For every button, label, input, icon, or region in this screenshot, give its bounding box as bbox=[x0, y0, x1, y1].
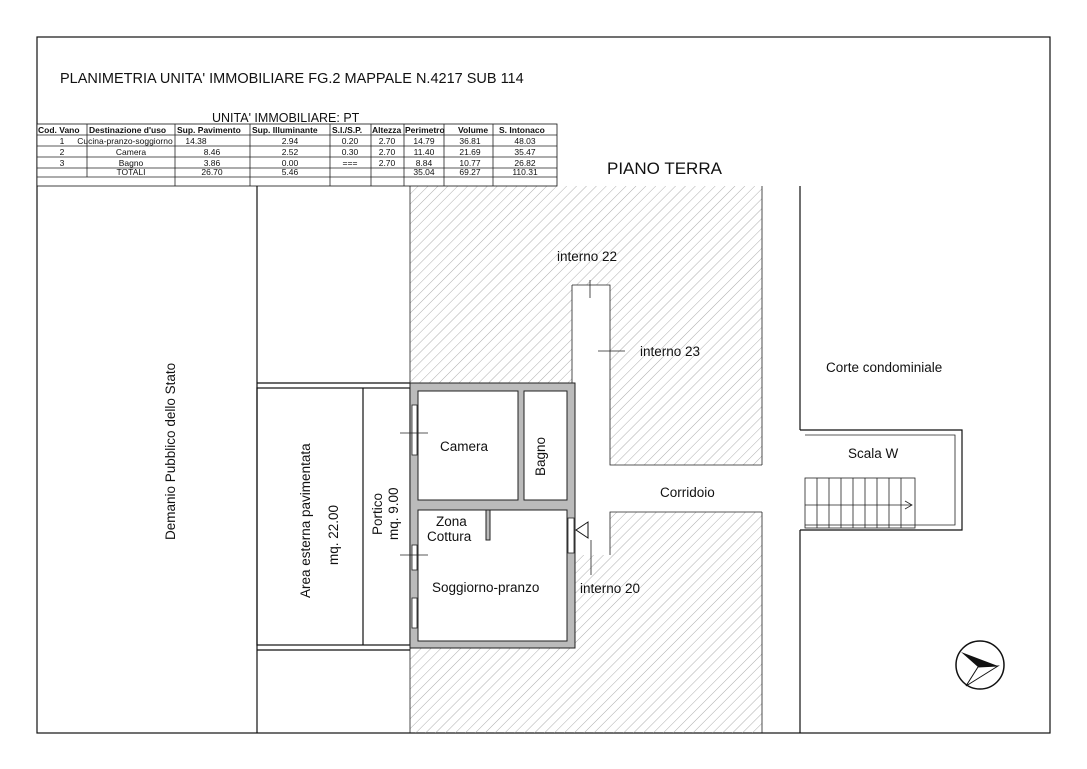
table-cell: 2.94 bbox=[282, 136, 299, 146]
label-cottura: Cottura bbox=[427, 529, 472, 544]
drawing-title: PLANIMETRIA UNITA' IMMOBILIARE FG.2 MAPP… bbox=[60, 71, 524, 87]
stair-area bbox=[799, 186, 963, 733]
table-cell: 3.86 bbox=[204, 158, 221, 168]
label-area-esterna: Area esterna pavimentata bbox=[298, 443, 313, 598]
label-interno-23: interno 23 bbox=[640, 344, 700, 359]
table-total: 26.70 bbox=[201, 167, 223, 177]
table-header: S.I./S.P. bbox=[332, 125, 362, 135]
label-demanio: Demanio Pubblico dello Stato bbox=[163, 363, 178, 540]
table-total: 110.31 bbox=[512, 167, 538, 177]
table-cell: 11.40 bbox=[414, 147, 435, 157]
table-cell: === bbox=[343, 158, 358, 168]
unit-walls bbox=[400, 382, 592, 649]
table-header: Volume bbox=[458, 125, 488, 135]
table-total: 35.04 bbox=[413, 167, 435, 177]
table-cell: 8.46 bbox=[204, 147, 221, 157]
label-corte: Corte condominiale bbox=[826, 360, 942, 375]
label-zona: Zona bbox=[436, 514, 467, 529]
label-corridoio: Corridoio bbox=[660, 485, 715, 500]
table-cell: 26.82 bbox=[514, 158, 536, 168]
table-cell: 2.70 bbox=[379, 136, 396, 146]
label-camera: Camera bbox=[440, 439, 489, 454]
entrance-arrow-icon bbox=[575, 521, 589, 539]
table-cell: 36.81 bbox=[459, 136, 481, 146]
label-bagno: Bagno bbox=[533, 437, 548, 476]
table-cell: 14.79 bbox=[413, 136, 435, 146]
table-caption: UNITA' IMMOBILIARE: PT bbox=[212, 111, 360, 125]
table-cell: 0.00 bbox=[282, 158, 299, 168]
table-cell: 2 bbox=[60, 147, 65, 157]
label-portico-mq: mq. 9.00 bbox=[386, 487, 401, 540]
floor-label: PIANO TERRA bbox=[607, 159, 723, 178]
table-cell: Cucina-pranzo-soggiorno bbox=[77, 136, 173, 146]
label-interno-22: interno 22 bbox=[557, 249, 617, 264]
table-cell: 35.47 bbox=[514, 147, 536, 157]
table-cell: Camera bbox=[116, 147, 147, 157]
north-arrow-icon bbox=[955, 640, 1005, 690]
table-cell: 48.03 bbox=[514, 136, 536, 146]
table-cell: 3 bbox=[60, 158, 65, 168]
table-header: Perimetro bbox=[405, 125, 445, 135]
table-cell: 10.77 bbox=[459, 158, 481, 168]
table-cell: 14.38 bbox=[185, 136, 207, 146]
table-header: Altezza bbox=[372, 125, 402, 135]
table-total-label: TOTALI bbox=[117, 167, 146, 177]
label-scala: Scala W bbox=[848, 446, 899, 461]
label-soggiorno: Soggiorno-pranzo bbox=[432, 580, 539, 595]
window bbox=[411, 404, 418, 456]
table-total: 69.27 bbox=[459, 167, 481, 177]
label-area-mq: mq. 22.00 bbox=[326, 505, 341, 565]
table-cell: 21.69 bbox=[459, 147, 481, 157]
entrance-door bbox=[567, 517, 575, 554]
table-header: Destinazione d'uso bbox=[89, 125, 166, 135]
label-portico: Portico bbox=[370, 493, 385, 535]
table-total: 5.46 bbox=[282, 167, 299, 177]
table-header: Cod. Vano bbox=[38, 125, 80, 135]
table-cell: 8.84 bbox=[416, 158, 433, 168]
table-header: Sup. Illuminante bbox=[252, 125, 318, 135]
table-cell: 0.30 bbox=[342, 147, 359, 157]
rooms-table: UNITA' IMMOBILIARE: PT Cod. Vano Destina… bbox=[36, 111, 558, 187]
table-header: Sup. Pavimento bbox=[177, 125, 241, 135]
hatched-area bbox=[410, 186, 762, 733]
table-cell: 1 bbox=[60, 136, 65, 146]
table-cell: 0.20 bbox=[342, 136, 359, 146]
table-header: S. Intonaco bbox=[499, 125, 545, 135]
table-cell: 2.70 bbox=[379, 147, 396, 157]
table-cell: 2.52 bbox=[282, 147, 299, 157]
table-cell: Bagno bbox=[119, 158, 144, 168]
table-cell: 2.70 bbox=[379, 158, 396, 168]
window bbox=[411, 544, 418, 571]
window bbox=[411, 597, 418, 629]
external-areas bbox=[256, 186, 411, 733]
label-interno-20: interno 20 bbox=[580, 581, 640, 596]
